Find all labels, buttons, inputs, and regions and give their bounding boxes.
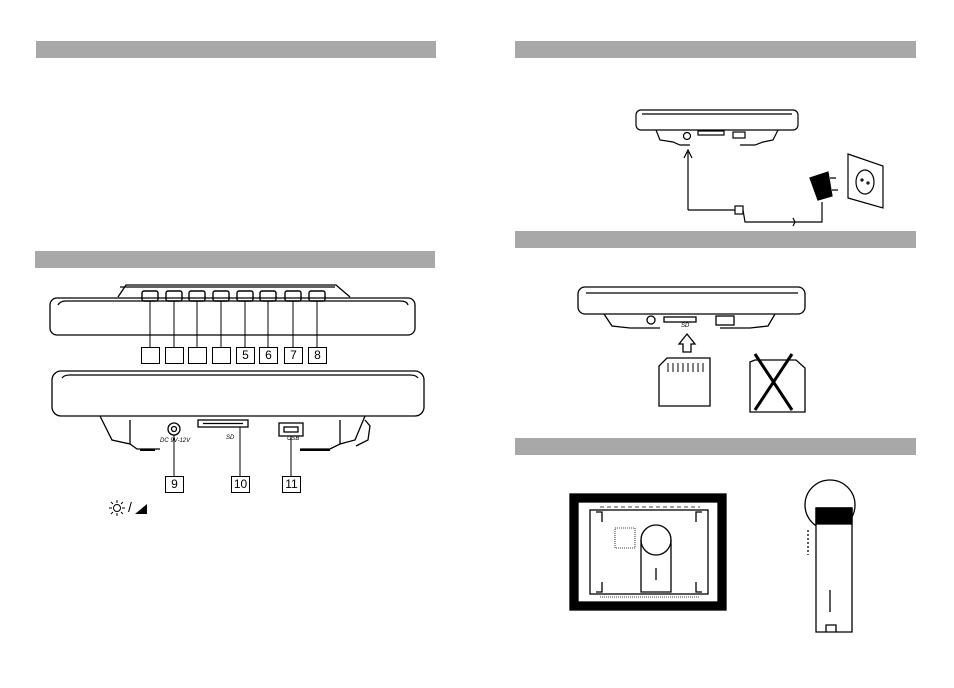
callout-number-10: 10 [231, 476, 250, 493]
section-header-bar [515, 231, 916, 248]
callout-box [188, 347, 207, 364]
section-header-bar [515, 438, 916, 455]
callout-number-6: 6 [259, 347, 278, 364]
sd-slot-label: SD [226, 435, 235, 441]
callout-box [212, 347, 231, 364]
section-header-bar [35, 251, 435, 268]
callout-number-9: 9 [165, 476, 184, 493]
usb-port-label: USB [287, 436, 300, 442]
callout-number-5: 5 [236, 347, 255, 364]
callout-box [141, 347, 160, 364]
callout-number-7: 7 [284, 347, 303, 364]
legend-separator: / [128, 499, 132, 515]
brightness-sun-icon [109, 500, 125, 516]
section-header-bar [515, 41, 916, 58]
callout-number-8: 8 [308, 347, 327, 364]
callout-number-11: 11 [282, 476, 301, 493]
section-header-bar [36, 41, 436, 58]
callout-box [165, 347, 184, 364]
sd-slot-label-right: SD [681, 323, 690, 329]
volume-wedge-icon [135, 504, 147, 514]
dc-in-label: DC 9V-12V [160, 438, 191, 444]
